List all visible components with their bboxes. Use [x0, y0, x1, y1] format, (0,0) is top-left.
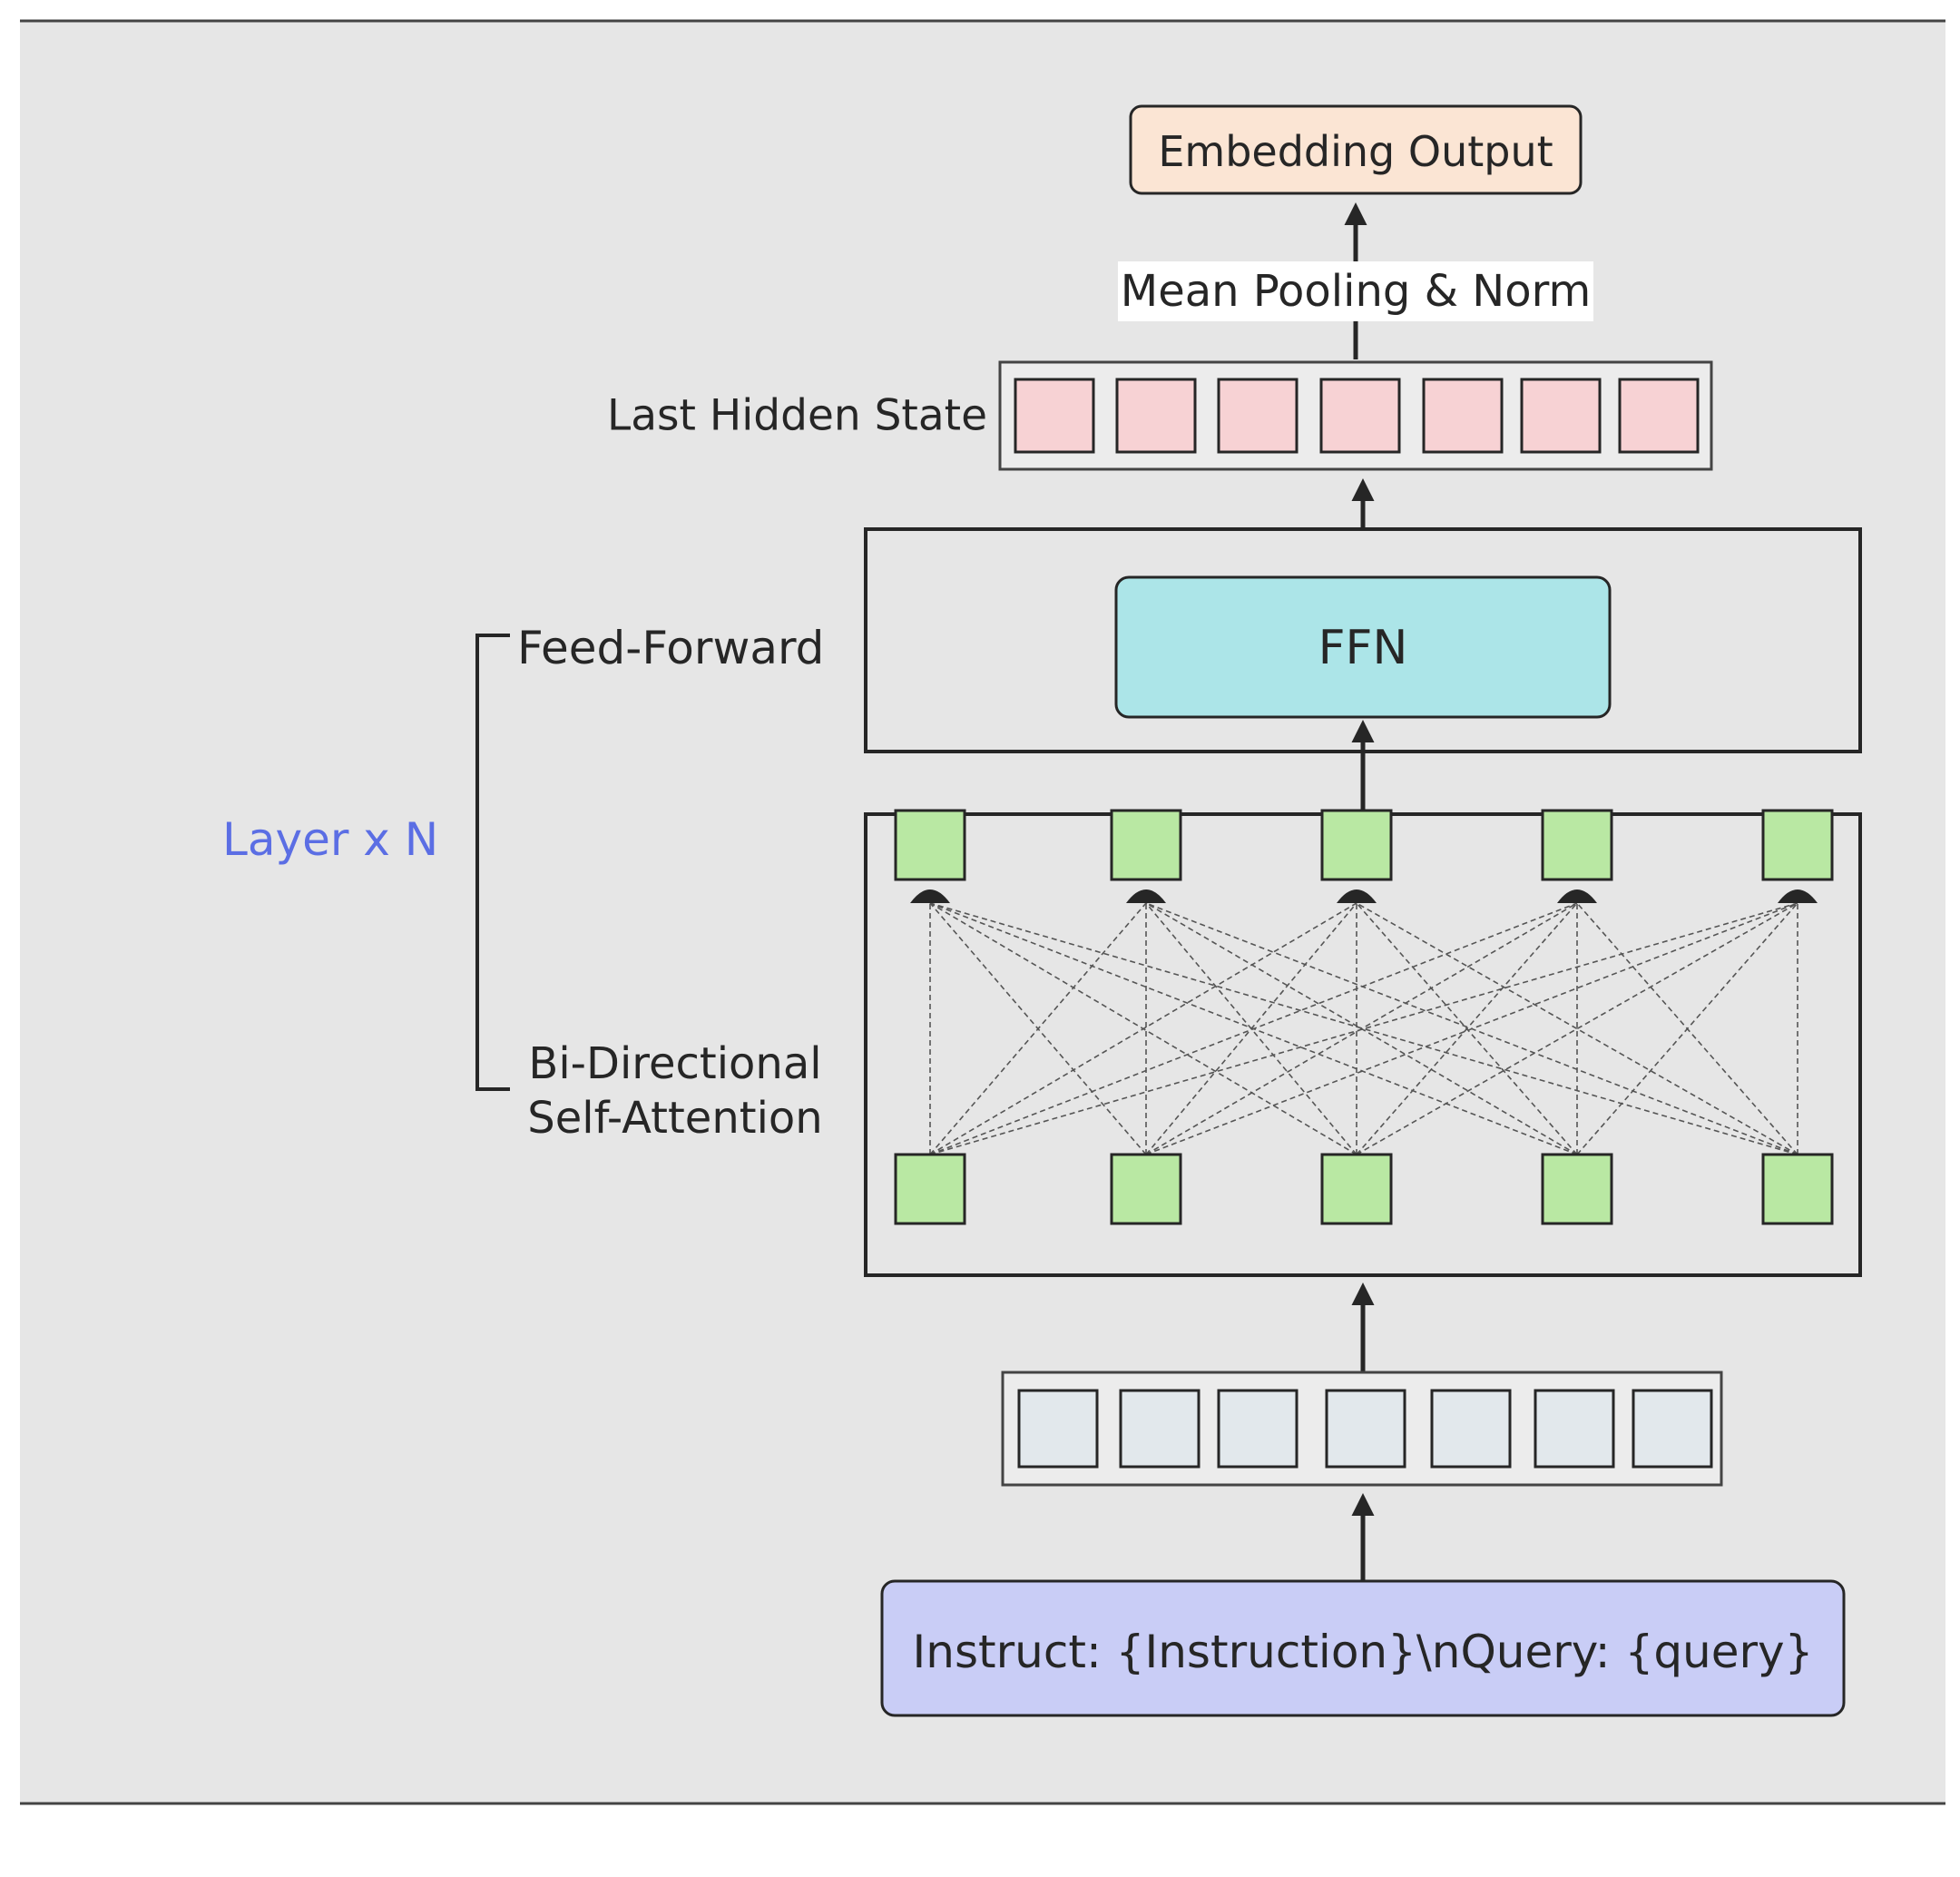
- hidden-state-cell: [1520, 378, 1602, 454]
- attention-output-node: [1541, 809, 1613, 881]
- layer-bracket: [475, 634, 510, 1091]
- feed-forward-label: Feed-Forward: [517, 622, 824, 674]
- embedding-output-label: Embedding Output: [1158, 127, 1553, 176]
- embedding-output-box: [1129, 104, 1583, 195]
- ffn-box: [1114, 575, 1612, 719]
- attention-output-node: [1110, 809, 1182, 881]
- hidden-state-cell: [1014, 378, 1095, 454]
- input-embedding-cell: [1632, 1389, 1713, 1469]
- attention-edge: [1576, 902, 1798, 1155]
- attention-input-node: [1541, 1153, 1613, 1225]
- attention-input-nodes: [894, 1153, 1834, 1225]
- input-embedding-cell: [1534, 1389, 1615, 1469]
- input-embedding-cell: [1325, 1389, 1406, 1469]
- hidden-state-cell: [1422, 378, 1504, 454]
- input-prompt-label: Instruct: {Instruction}\nQuery: {query}: [913, 1626, 1814, 1678]
- input-embedding-cell: [1217, 1389, 1298, 1469]
- attention-edge: [1145, 902, 1798, 1155]
- attention-edge: [929, 902, 1578, 1155]
- hidden-state-cell: [1319, 378, 1401, 454]
- hidden-state-cell: [1618, 378, 1700, 454]
- attention-arrowhead: [910, 889, 950, 903]
- last-hidden-state-cells: [1014, 378, 1700, 454]
- attention-input-node: [894, 1153, 966, 1225]
- attention-edge: [929, 902, 1147, 1155]
- attention-edge: [1356, 902, 1798, 1155]
- attention-output-node: [1320, 809, 1393, 881]
- hidden-state-cell: [1217, 378, 1298, 454]
- attention-edge: [1356, 902, 1578, 1155]
- attention-output-nodes: [894, 809, 1834, 881]
- self-attention-label: Self-Attention: [527, 1093, 822, 1144]
- attention-arrowheads: [910, 889, 1818, 903]
- attention-arrowhead: [1126, 889, 1166, 903]
- attention-output-node: [894, 809, 966, 881]
- mean-pooling-label: Mean Pooling & Norm: [1121, 266, 1591, 317]
- attention-arrowhead: [1557, 889, 1597, 903]
- attention-edge: [929, 902, 1798, 1155]
- attention-edge: [929, 902, 1798, 1155]
- attention-input-node: [1110, 1153, 1182, 1225]
- attention-input-node: [1320, 1153, 1393, 1225]
- hidden-state-cell: [1115, 378, 1197, 454]
- attention-arrowhead: [1337, 889, 1377, 903]
- mean-pooling-label-bg: [1118, 261, 1593, 321]
- input-prompt-box: [880, 1579, 1846, 1717]
- attention-edge: [929, 902, 1357, 1155]
- input-embedding-cells: [1017, 1389, 1713, 1469]
- bi-directional-label: Bi-Directional: [528, 1038, 821, 1089]
- attention-edge: [1356, 902, 1798, 1155]
- input-embedding-cell: [1430, 1389, 1512, 1469]
- attention-connections: [929, 902, 1798, 1155]
- attention-edge: [1145, 902, 1357, 1155]
- input-embedding-cell: [1017, 1389, 1099, 1469]
- layer-x-n-label: Layer x N: [222, 813, 438, 866]
- attention-input-node: [1761, 1153, 1834, 1225]
- attention-output-node: [1761, 809, 1834, 881]
- last-hidden-state-label: Last Hidden State: [607, 391, 987, 441]
- attention-arrowhead: [1778, 889, 1818, 903]
- input-embedding-cell: [1119, 1389, 1200, 1469]
- ffn-label: FFN: [1318, 621, 1408, 675]
